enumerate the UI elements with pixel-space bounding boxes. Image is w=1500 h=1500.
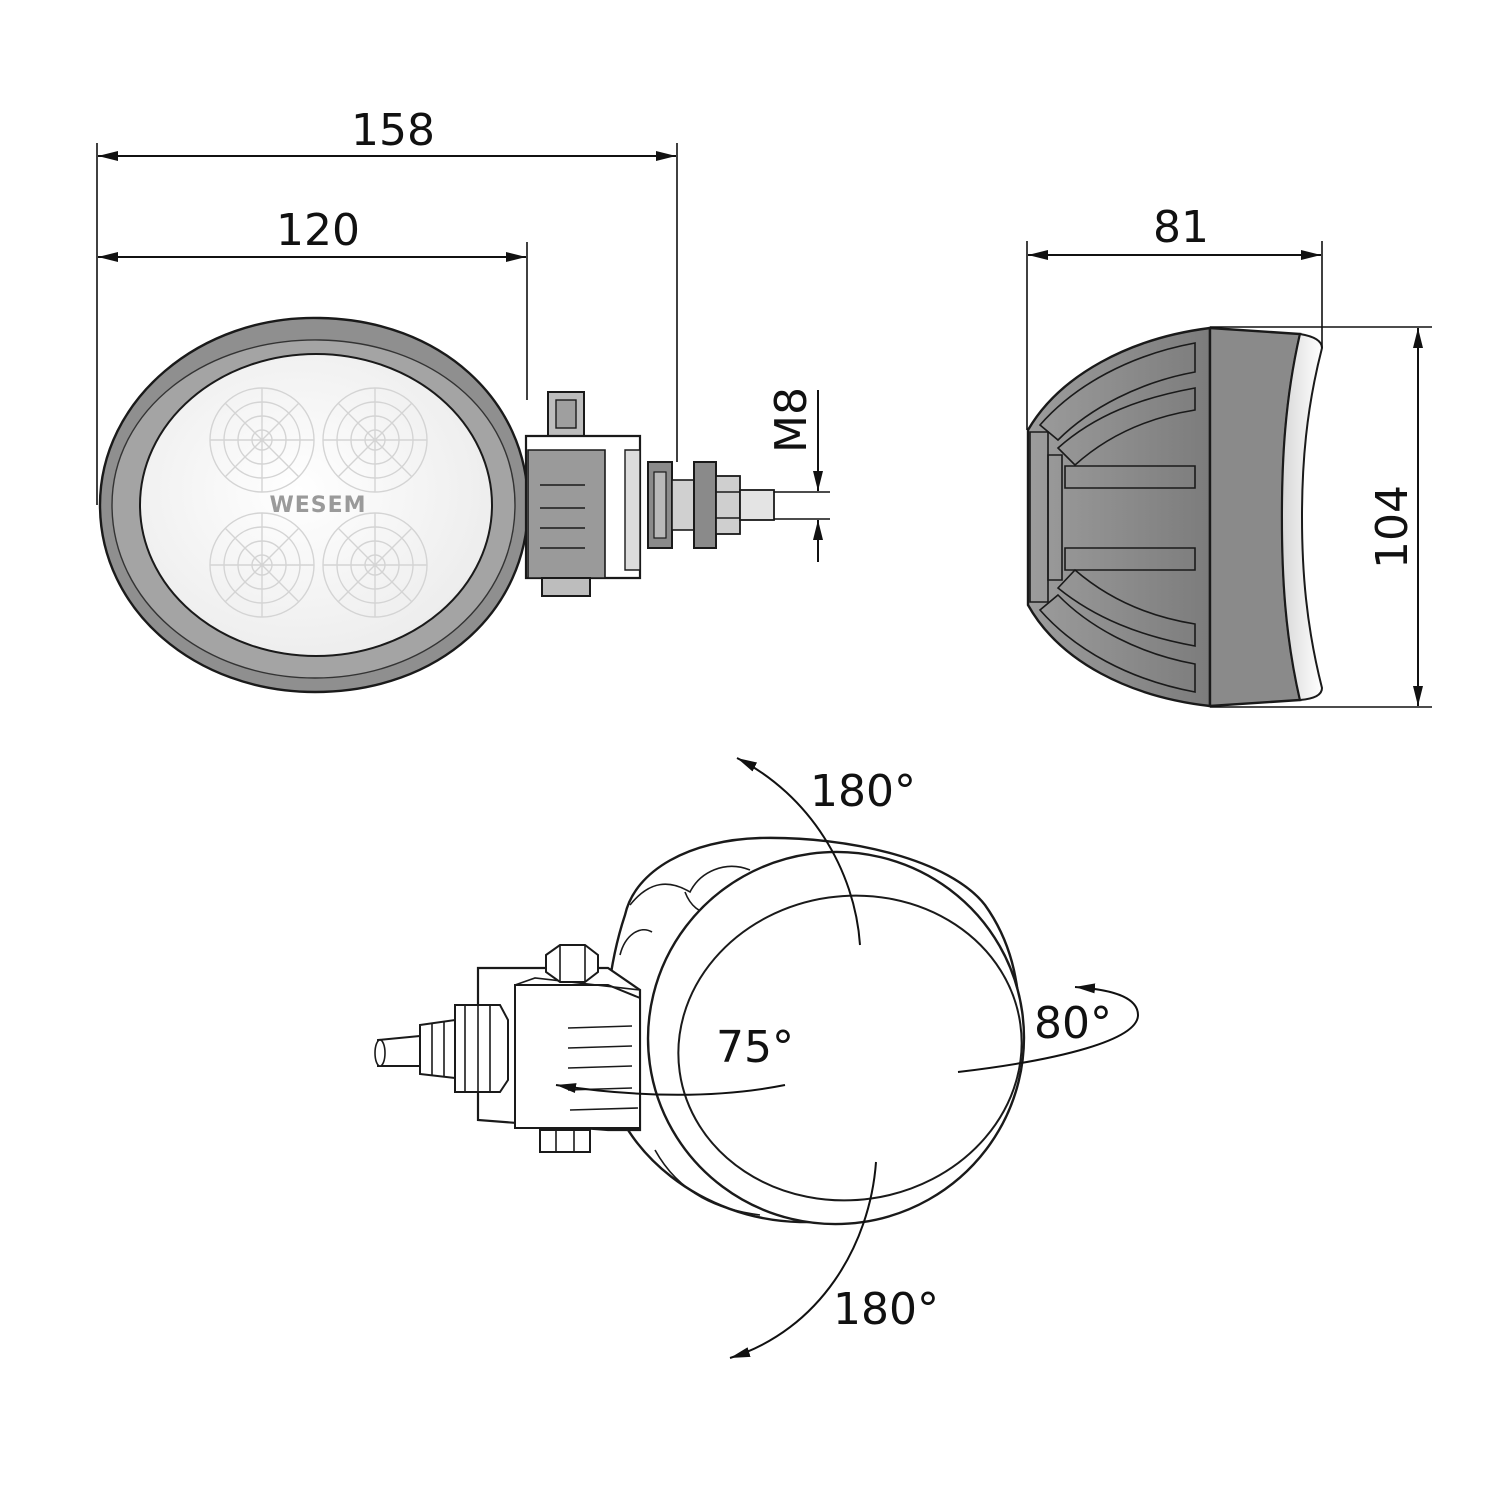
front-dimensions: 158 120 M8 [96, 105, 830, 562]
dimension-depth: 81 [1153, 202, 1209, 253]
dimension-height: 104 [1367, 485, 1418, 569]
front-lens [139, 353, 493, 657]
dimension-thread: M8 [766, 387, 817, 453]
rotation-bottom-label: 180° [833, 1284, 939, 1335]
led-reflector-top-left [209, 387, 315, 493]
front-view: WESEM [98, 316, 775, 694]
dimension-total-width: 158 [351, 105, 435, 156]
iso-view [374, 836, 1026, 1226]
side-view [1026, 326, 1324, 708]
rotation-arrow-bottom [729, 1161, 877, 1359]
brand-logo: WESEM [269, 493, 366, 518]
side-housing-ribs [1029, 342, 1196, 693]
rotation-tilt-left-label: 75° [716, 1022, 794, 1073]
rotation-arrow-tilt-right [957, 983, 1140, 1073]
front-mount-bracket [524, 391, 642, 597]
led-reflector-bottom-right [322, 512, 428, 618]
rotation-tilt-right-label: 80° [1034, 998, 1112, 1049]
rotation-arrow-top [736, 757, 861, 946]
led-array [209, 387, 428, 618]
rotation-indicators: 180° 180° 75° 80° [555, 757, 1140, 1359]
side-housing [1026, 326, 1212, 708]
front-connector [647, 461, 775, 549]
rotation-arrow-tilt-left [555, 1083, 786, 1096]
dimension-housing-width: 120 [276, 205, 360, 256]
led-reflector-bottom-left [209, 512, 315, 618]
side-dimensions: 81 104 [1026, 202, 1432, 708]
side-lens [1280, 332, 1324, 702]
rotation-top-label: 180° [810, 766, 916, 817]
iso-connector [374, 1004, 509, 1093]
led-reflector-top-right [322, 387, 428, 493]
